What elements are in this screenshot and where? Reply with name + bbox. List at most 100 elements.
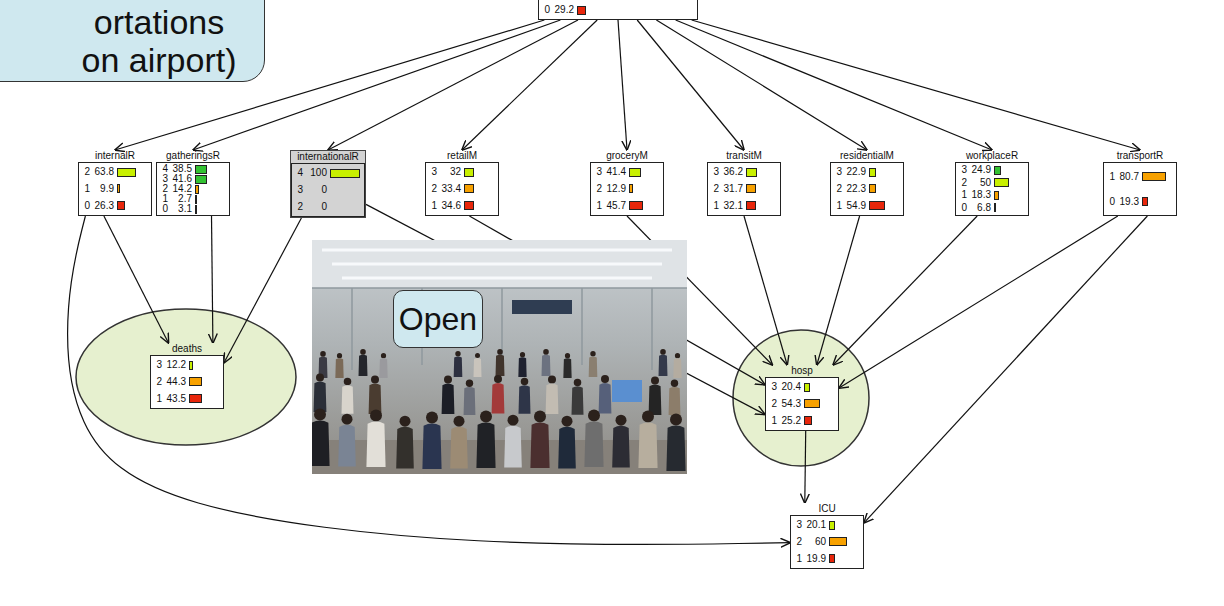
- crowd-person: [312, 408, 330, 466]
- node-title: transitM: [707, 150, 781, 162]
- state-label: 0: [82, 201, 90, 211]
- label-box: Open: [393, 290, 483, 348]
- bar-slot: [189, 394, 220, 403]
- hall-ground: [312, 240, 687, 474]
- probability-bar: [829, 521, 835, 530]
- state-label: 2: [794, 537, 802, 547]
- probability-table: 180.7019.3: [1103, 162, 1177, 216]
- bar-slot: [804, 383, 835, 392]
- probability-value: 20.1: [804, 520, 826, 530]
- ceiling-lights: [322, 250, 672, 278]
- bar-slot: [804, 399, 835, 408]
- bar-slot: [195, 165, 226, 174]
- node-title: internalR: [78, 150, 152, 162]
- crowd-person: [442, 376, 455, 414]
- state-label: 1: [959, 190, 967, 200]
- state-row: 312.2: [154, 360, 220, 370]
- callout-text: ortations on airport): [75, 0, 243, 79]
- dependency-arrow: [637, 20, 744, 150]
- state-label: 3: [834, 167, 842, 177]
- airport-photo: [312, 240, 687, 474]
- probability-value: 3.1: [170, 204, 192, 214]
- state-label: 3: [154, 360, 162, 370]
- state-row: 341.6: [160, 174, 226, 184]
- bar-slot: [829, 554, 860, 563]
- crowd-person: [542, 349, 551, 376]
- bar-slot: [869, 201, 900, 210]
- probability-value: 38.5: [170, 164, 192, 174]
- probability-bar: [804, 399, 820, 408]
- probability-bar: [829, 537, 847, 546]
- probability-bar: [195, 165, 207, 174]
- bar-slot: [195, 175, 226, 184]
- probability-value: 29.2: [552, 5, 574, 15]
- state-label: 3: [594, 167, 602, 177]
- state-label: 0: [542, 5, 550, 15]
- probability-value: 24.9: [969, 165, 991, 175]
- state-row: 026.3: [82, 201, 148, 211]
- state-row: 324.9: [959, 165, 1025, 175]
- state-row: 4100: [295, 168, 361, 178]
- state-label: 4: [160, 164, 168, 174]
- probability-table: 438.5341.6214.212.703.1: [156, 162, 230, 216]
- probability-table: 320.1260119.9: [790, 515, 864, 569]
- crowd-person: [464, 379, 476, 415]
- bar-slot: [464, 168, 495, 177]
- dependency-arrow: [804, 431, 806, 503]
- state-row: 320.1: [794, 520, 860, 530]
- state-row: 20: [295, 202, 361, 212]
- crowd-person: [454, 351, 463, 377]
- bar-slot: [1142, 197, 1173, 206]
- dependency-arrow: [212, 216, 213, 343]
- bar-slot: [117, 168, 148, 177]
- probability-bar: [464, 168, 474, 177]
- probability-table: 263.819.9026.3: [78, 162, 152, 216]
- state-label: 3: [160, 174, 168, 184]
- bar-slot: [746, 201, 777, 210]
- probability-bar: [994, 166, 1001, 175]
- probability-value: 43.5: [164, 394, 186, 404]
- crowd-person: [369, 376, 382, 414]
- state-row: 03.1: [160, 204, 226, 214]
- probability-value: 2.7: [170, 194, 192, 204]
- probability-bar: [195, 175, 207, 184]
- probability-bar: [746, 201, 756, 210]
- probability-value: 0: [305, 202, 327, 212]
- ceiling: [312, 240, 687, 288]
- crowd-person: [519, 378, 531, 414]
- dependency-arrow: [692, 20, 1140, 150]
- bar-slot: [117, 184, 148, 193]
- state-label: 3: [429, 167, 437, 177]
- probability-value: 12.2: [164, 360, 186, 370]
- state-label: 2: [834, 184, 842, 194]
- probability-value: 34.6: [439, 201, 461, 211]
- state-label: 3: [711, 167, 719, 177]
- bar-slot: [464, 201, 495, 210]
- crowd-person: [638, 410, 657, 468]
- probability-bar: [464, 201, 474, 210]
- bayes-node: transportR180.7019.3: [1103, 150, 1177, 216]
- node-title: gatheringsR: [156, 150, 230, 162]
- probability-bar: [195, 185, 199, 194]
- bar-slot: [829, 537, 860, 546]
- state-row: 145.7: [594, 201, 660, 211]
- probability-value: 45.7: [604, 201, 626, 211]
- probability-bar: [195, 195, 197, 204]
- probability-bar: [629, 201, 643, 210]
- state-row: 260: [794, 537, 860, 547]
- bayes-node: deaths312.2244.3143.5: [150, 343, 224, 409]
- node-title: retailM: [425, 150, 499, 162]
- bayes-node: groceryM341.4212.9145.7: [590, 150, 664, 216]
- probability-bar: [829, 554, 835, 563]
- probability-bar: [869, 184, 876, 193]
- probability-value: 33.4: [439, 184, 461, 194]
- state-label: 2: [295, 202, 303, 212]
- state-row: 12.7: [160, 194, 226, 204]
- crowd-person: [338, 414, 356, 467]
- state-row: 06.8: [959, 203, 1025, 213]
- probability-value: 31.7: [721, 184, 743, 194]
- screen: [612, 380, 642, 402]
- state-label: 2: [769, 399, 777, 409]
- bar-slot: [195, 185, 226, 194]
